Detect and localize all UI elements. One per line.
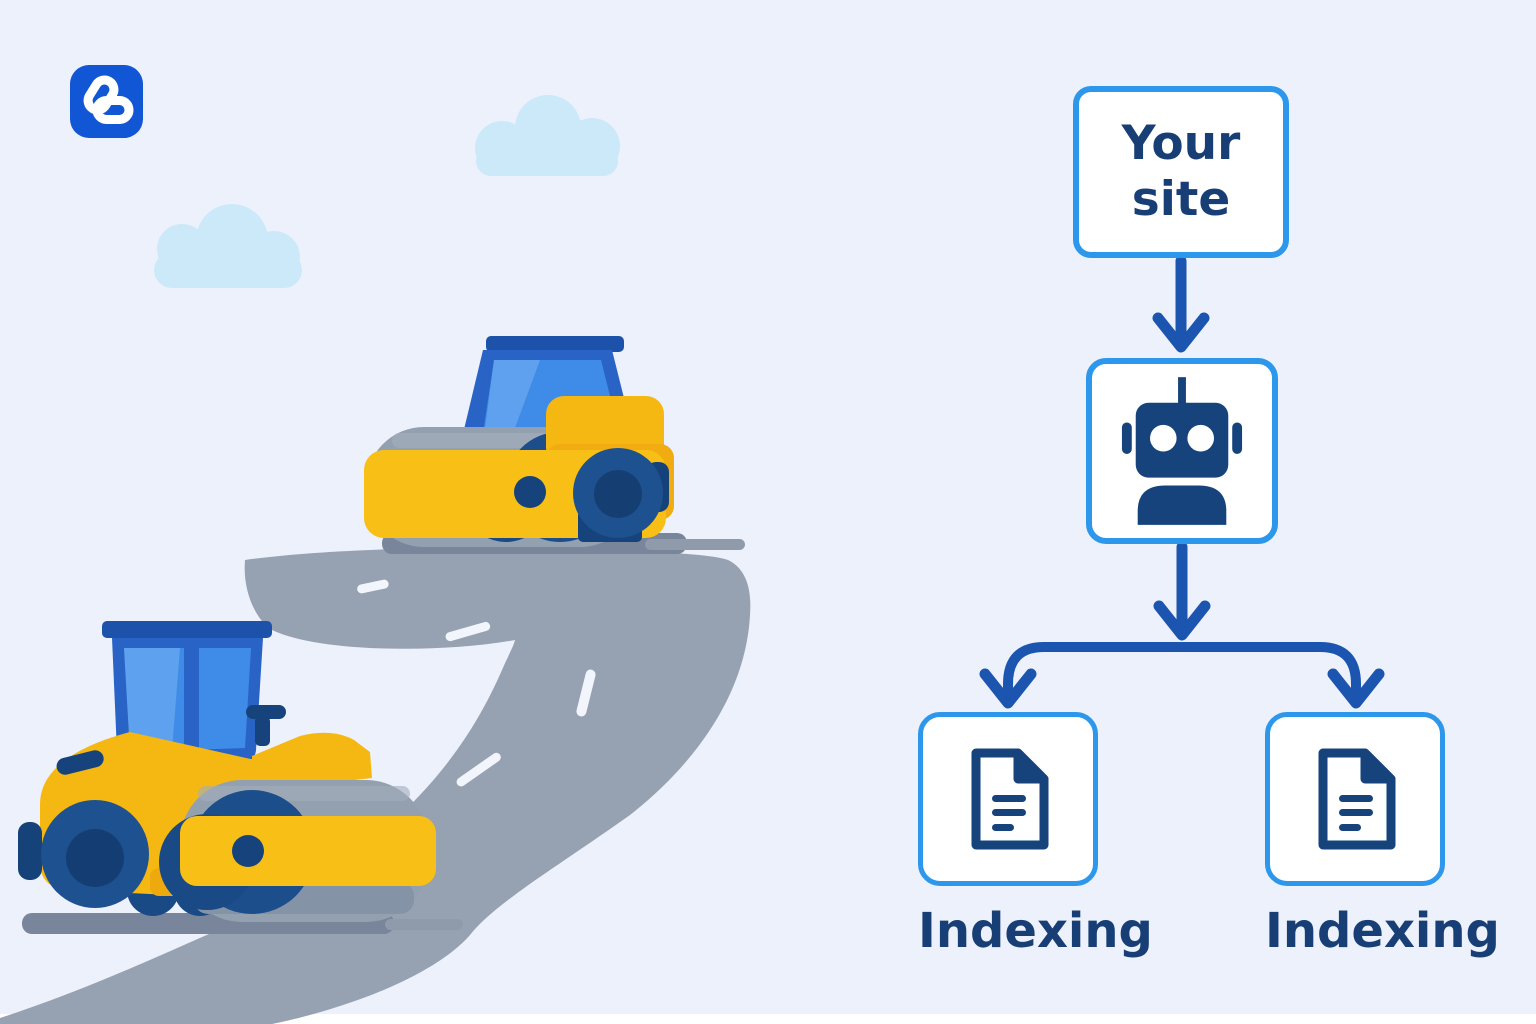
robot-icon (1121, 377, 1243, 525)
brand-logo (70, 65, 143, 138)
flow-node-crawler (1086, 358, 1278, 544)
chain-link-icon (83, 75, 134, 124)
road (0, 547, 751, 1024)
road-roller-lower (18, 621, 463, 934)
roller-roof (486, 336, 624, 352)
your-site-label: Your site (1121, 116, 1241, 227)
indexing-label-right: Indexing (1265, 903, 1500, 959)
document-icon (971, 748, 1049, 850)
flow-node-your-site: Your site (1073, 86, 1289, 258)
flow-node-indexing-right (1265, 712, 1445, 886)
branch-connector (1003, 642, 1361, 703)
indexing-label-left: Indexing (918, 903, 1153, 959)
document-icon (1318, 748, 1396, 850)
cloud-left (154, 204, 302, 288)
road-roller-upper (364, 336, 745, 554)
flow-arrows (979, 255, 1385, 709)
cloud-right (475, 95, 620, 176)
flow-node-indexing-left (918, 712, 1098, 886)
road-markings (357, 579, 596, 787)
bottom-strip (0, 1014, 1536, 1024)
roller-roof (102, 621, 272, 638)
